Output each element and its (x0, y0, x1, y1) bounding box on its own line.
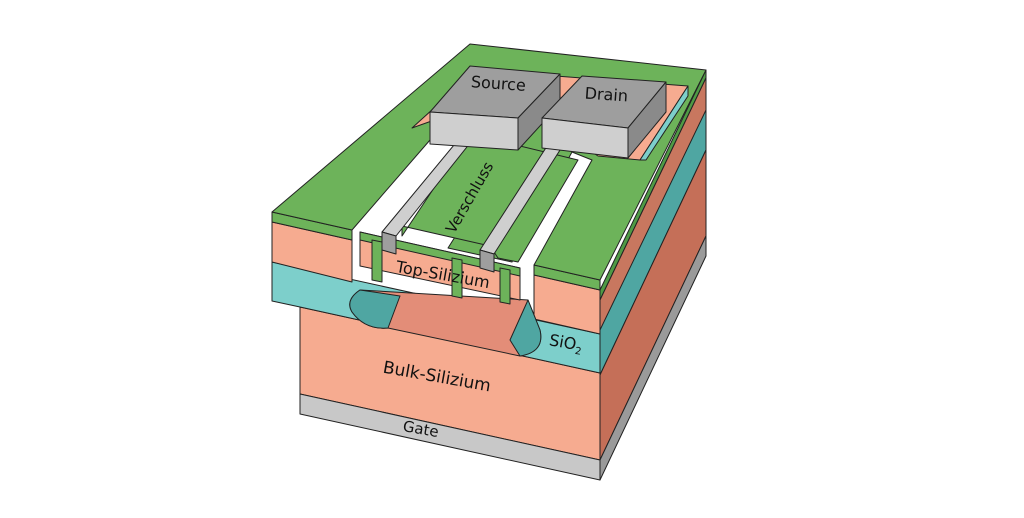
oxide-label-main: SiO (548, 330, 578, 353)
cavity-right-shadow (509, 299, 542, 357)
front-face (271, 211, 601, 481)
drain-pad[interactable] (541, 75, 667, 159)
source-pad[interactable] (429, 65, 561, 151)
gate-label: Gate (402, 417, 441, 441)
source-label: Source (470, 72, 526, 95)
cavity-left-shadow (349, 289, 401, 329)
pad-recess-teal (639, 85, 689, 161)
gate-layer (299, 393, 601, 481)
slot-left (371, 239, 383, 283)
slot-right (499, 267, 511, 305)
drain-pad-side (627, 81, 667, 159)
rail-left-side (381, 231, 397, 255)
right-side-face (599, 69, 707, 481)
drain-label: Drain (584, 84, 629, 106)
source-pad-front (429, 111, 519, 151)
slot-mid (451, 257, 463, 299)
rail-right-side (479, 249, 495, 273)
oxide-label: SiO2 (547, 330, 584, 357)
oxide-label-subscript: 2 (574, 346, 582, 358)
